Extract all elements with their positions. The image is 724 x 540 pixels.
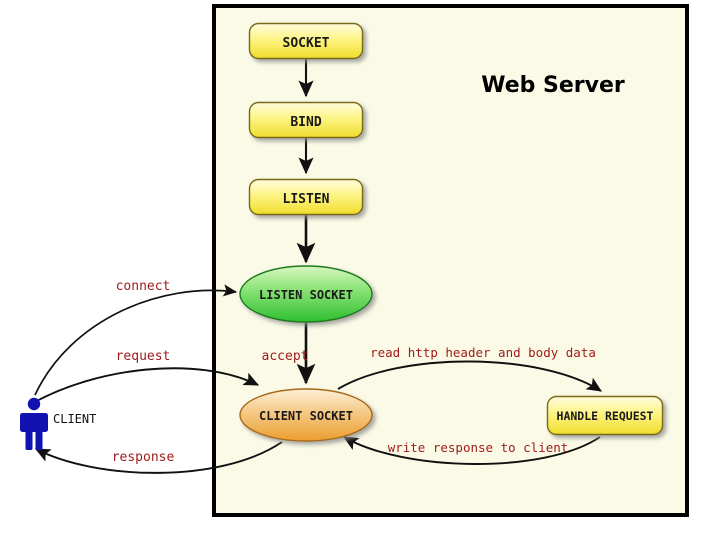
web-server-title: Web Server [481,73,625,98]
node-handle-request-shape [546,395,664,436]
node-bind[interactable]: BIND [248,101,364,139]
client-person-icon [20,397,48,450]
edge-label-read-http: read http header and body data [370,345,596,360]
node-listen-label: LISTEN [283,192,330,207]
node-listen-socket-label: LISTEN SOCKET [259,288,353,302]
node-handle-request-label: HANDLE REQUEST [557,409,654,423]
client-actor[interactable]: CLIENT [20,397,96,450]
edge-connectors [32,59,602,474]
node-bind-shape [248,101,364,139]
client-actor-label: CLIENT [53,412,96,426]
edge-request-client-to-client-socket [32,367,260,404]
node-listen-socket-shape [239,265,373,323]
node-listen[interactable]: LISTEN [248,178,364,216]
node-handle-request[interactable]: HANDLE REQUEST [546,395,664,436]
node-client-socket-label: CLIENT SOCKET [259,409,353,423]
edge-label-connect: connect [116,279,171,294]
node-listen-shape [248,178,364,216]
node-listen-socket[interactable]: LISTEN SOCKET [239,265,373,323]
node-bind-label: BIND [290,115,321,130]
node-socket-label: SOCKET [283,36,330,51]
edge-connect-client-to-listen-socket [34,284,238,396]
edge-label-accept: accept [262,349,309,364]
node-client-socket-shape [239,388,373,442]
node-socket-shape [248,22,364,60]
node-socket[interactable]: SOCKET [248,22,364,60]
edge-label-request: request [116,349,171,364]
edge-write-handle-request-to-client-socket [343,436,601,465]
edge-read-client-socket-to-handle-request [337,360,602,392]
edge-label-response: response [112,450,175,465]
node-client-socket[interactable]: CLIENT SOCKET [239,388,373,442]
edge-label-write-response: write response to client [388,440,569,455]
edge-response-client-socket-to-client [34,441,283,474]
